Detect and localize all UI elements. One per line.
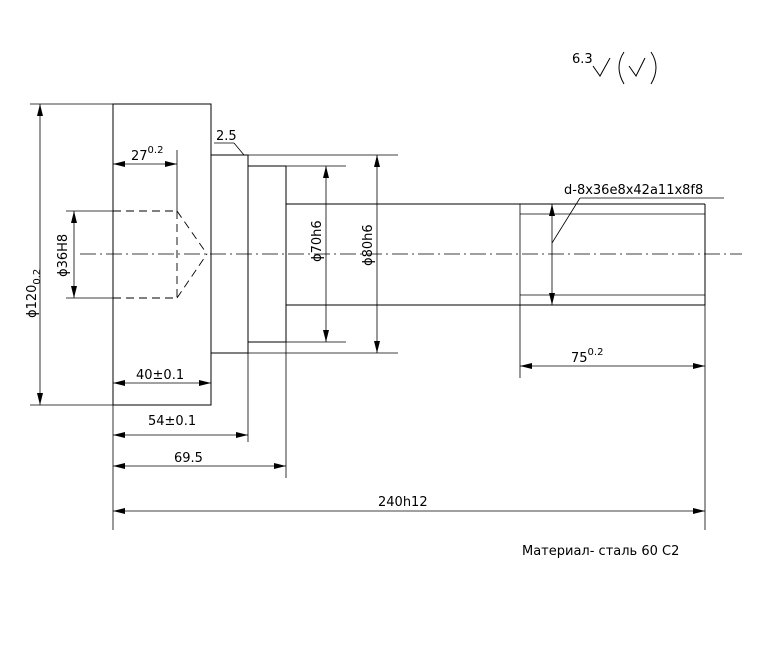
roughness-right-paren [650, 51, 657, 85]
bore-cone-upper-hidden-line [176, 210, 208, 255]
dim-diameter-120: ϕ1200.2 [25, 103, 113, 406]
arrow-69-5-right [274, 463, 286, 469]
dim-text-spline: d-8x36e8x42a11x8f8 [564, 183, 703, 198]
arrow-36-bottom [71, 286, 77, 298]
arrow-69-5-left [113, 463, 125, 469]
chamfer-leader [233, 142, 245, 156]
arrow-27-right [165, 161, 177, 167]
roughness-left-paren [618, 51, 625, 85]
dim-chamfer-2-5: 2.5 [214, 129, 245, 156]
dim-length-40: 40±0.1 [113, 368, 211, 386]
arrow-240-left [113, 508, 125, 514]
arrow-75-left [520, 363, 532, 369]
arrow-27-left [113, 161, 125, 167]
dim-spline: d-8x36e8x42a11x8f8 [549, 183, 724, 305]
dim-text-69-5: 69.5 [174, 451, 203, 466]
dim-diameter-70: ϕ70h6 [286, 165, 346, 343]
arrow-120-top [37, 104, 43, 116]
arrow-spline-top [549, 204, 555, 216]
arrow-40-right [199, 380, 211, 386]
arrow-80-bottom [374, 341, 380, 353]
dim-length-75: 750.2 [519, 305, 706, 530]
dim-diameter-36: ϕ36H8 [56, 210, 113, 299]
dim-diameter-80: ϕ80h6 [248, 154, 398, 354]
arrow-54-left [113, 432, 125, 438]
arrow-75-right [693, 363, 705, 369]
dim-text-27: 270.2 [131, 145, 163, 164]
roughness-check-mark [592, 57, 611, 77]
arrow-40-left [113, 380, 125, 386]
dim-text-240: 240h12 [378, 495, 428, 510]
arrow-spline-bottom [549, 293, 555, 305]
bore-cone-lower-hidden-line [176, 253, 208, 299]
roughness-value: 6.3 [572, 52, 593, 67]
spline-leader [551, 197, 581, 244]
shaft-outline [112, 103, 706, 406]
dim-length-240: 240h12 [113, 495, 705, 514]
arrow-70-top [323, 166, 329, 178]
dim-length-69-5: 69.5 [113, 342, 287, 478]
dim-text-75: 750.2 [571, 347, 603, 366]
dim-text-36: ϕ36H8 [56, 234, 71, 277]
roughness-symbol: 6.3 [572, 51, 657, 85]
arrow-54-right [236, 432, 248, 438]
arrow-70-bottom [323, 330, 329, 342]
dim-text-80: ϕ80h6 [361, 224, 376, 266]
dim-length-27: 270.2 [113, 145, 178, 211]
dim-text-40: 40±0.1 [136, 368, 184, 383]
arrow-120-bottom [37, 393, 43, 405]
dim-length-54: 54±0.1 [112, 353, 249, 530]
dim-text-54: 54±0.1 [148, 414, 196, 429]
material-note: Материал- сталь 60 С2 [522, 544, 679, 559]
arrow-240-right [693, 508, 705, 514]
roughness-check-mark-in-paren [628, 57, 646, 77]
collar-section [210, 154, 249, 354]
dim-text-chamfer: 2.5 [216, 129, 237, 144]
arrow-80-top [374, 155, 380, 167]
hidden-bore [113, 210, 208, 299]
arrow-36-top [71, 211, 77, 223]
dim-text-70: ϕ70h6 [310, 220, 325, 262]
dim-text-120: ϕ1200.2 [25, 269, 43, 318]
